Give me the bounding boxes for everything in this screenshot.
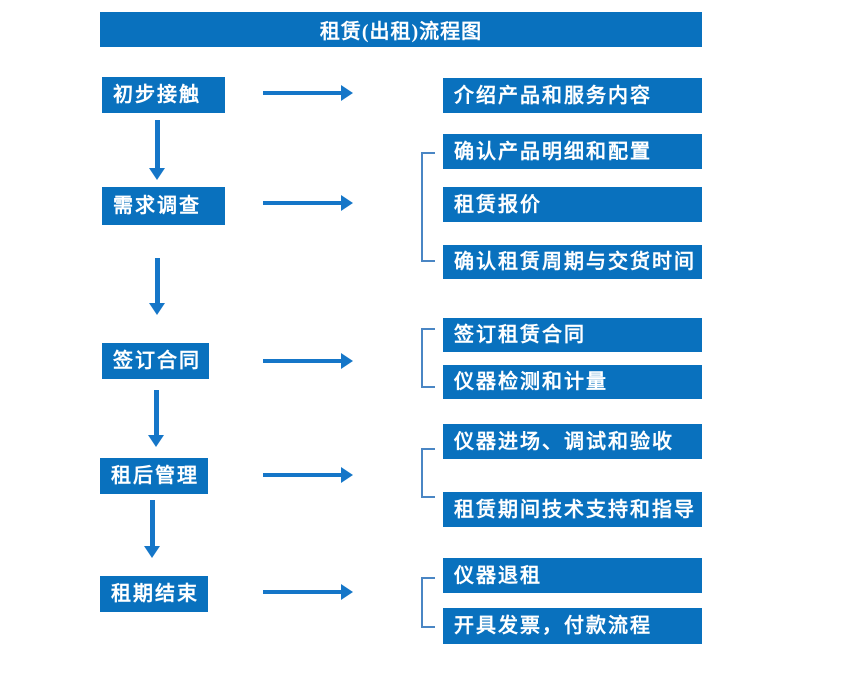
down-arrow-icon [149,258,165,315]
stage-box-initial-contact: 初步接触 [102,77,225,113]
detail-box-2: 确认产品明细和配置 [443,134,702,169]
detail-box-8: 租赁期间技术支持和指导 [443,492,702,527]
detail-box-3: 租赁报价 [443,187,702,222]
right-arrow-icon [263,584,353,600]
detail-box-10: 开具发票，付款流程 [443,608,702,644]
detail-box-9: 仪器退租 [443,558,702,593]
detail-box-4: 确认租赁周期与交货时间 [443,245,702,279]
right-arrow-icon [263,85,353,101]
stage-box-sign-contract: 签订合同 [102,343,209,379]
stage-box-post-rental-management: 租后管理 [100,458,208,494]
flowchart-title: 租赁(出租)流程图 [100,12,702,47]
detail-box-7: 仪器进场、调试和验收 [443,424,702,459]
stage-box-demand-survey: 需求调查 [102,187,225,225]
stage-box-rental-end: 租期结束 [100,576,208,612]
group-bracket-1 [421,152,435,262]
right-arrow-icon [263,467,353,483]
group-bracket-3 [421,448,435,498]
down-arrow-icon [144,500,160,558]
detail-box-5: 签订租赁合同 [443,318,702,352]
group-bracket-4 [421,577,435,628]
down-arrow-icon [148,390,164,447]
down-arrow-icon [149,120,165,180]
right-arrow-icon [263,195,353,211]
group-bracket-2 [421,328,435,388]
detail-box-1: 介绍产品和服务内容 [443,78,702,113]
right-arrow-icon [263,353,353,369]
detail-box-6: 仪器检测和计量 [443,365,702,399]
